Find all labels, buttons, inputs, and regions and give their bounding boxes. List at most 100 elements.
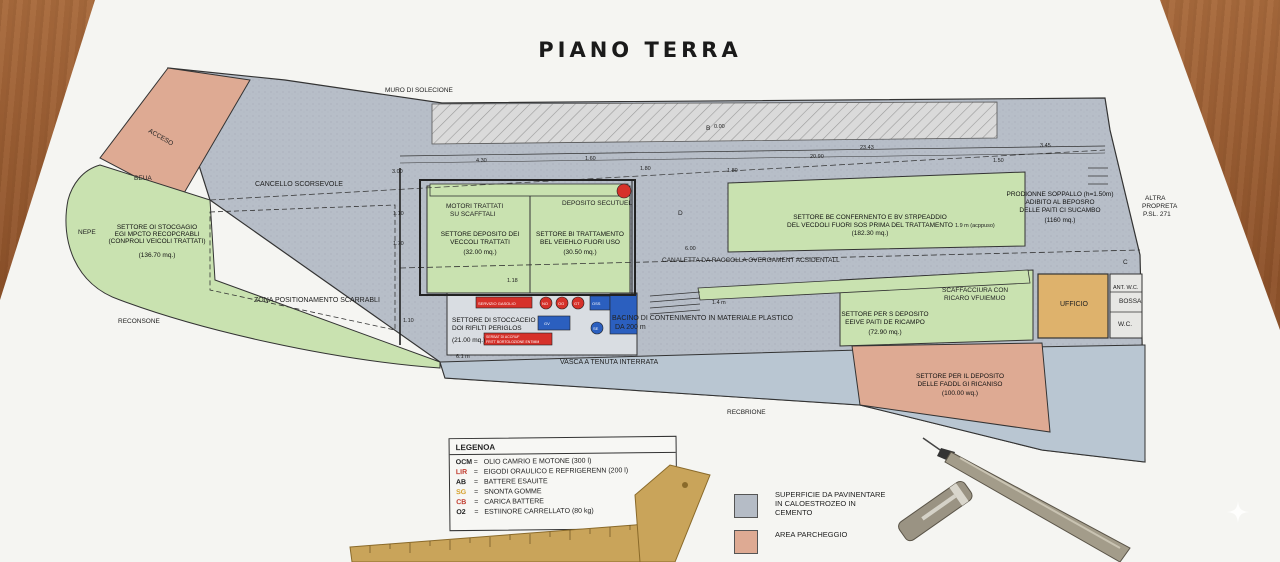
svg-text:(CONPROLI VEICOLI TRATTATI): (CONPROLI VEICOLI TRATTATI): [108, 238, 205, 245]
sector-label-trattamento: SETTORE BI TRATTAMENTO BEL VEIEHLO FUORI…: [536, 231, 624, 256]
dim-3: 20.90: [810, 154, 824, 160]
swatch-concrete: [734, 494, 758, 518]
label-muro: MURO DI SOLECIONE: [385, 87, 454, 94]
dim-1: 4.30: [476, 158, 487, 164]
label-canaletta: CANALETTA DA RACCOLLA OVERGAMENT ACSIDEN…: [662, 257, 840, 264]
swatch-parking-label: AREA PARCHEGGIO: [775, 530, 848, 539]
sector-label-deposito-veicoli: SETTORE DEPOSITO DEI VECCOLI TRATTATI (3…: [441, 231, 520, 256]
label-tank-1a: SERVIZIO GASOLIO: [478, 301, 516, 306]
ruler-icon: [349, 464, 711, 562]
dim-11: 1.70: [393, 241, 404, 247]
dim-14: 1.50: [993, 158, 1004, 164]
dim-15: 1.18: [507, 278, 518, 284]
shelving-strip: [697, 269, 1031, 301]
office: [1037, 273, 1109, 339]
svg-text:EGI MPCTO RECOPCRABLI: EGI MPCTO RECOPCRABLI: [115, 231, 200, 238]
zone-scarrabili: [209, 204, 396, 331]
svg-text:SETTORE DI STOCCACEIO: SETTORE DI STOCCACEIO: [452, 317, 536, 324]
dim-16: 0.00: [714, 124, 725, 130]
label-motori-2: SU SCAFFTALI: [450, 211, 496, 218]
blue-tank-2: [537, 315, 571, 331]
sector-label-soppalco: PRODIONNE SOPPALLO (h=1.50m) ADIBITO AL …: [1007, 191, 1114, 224]
dim-7: 6.00: [685, 246, 696, 252]
label-scaff-1: SCAFFACCIURA CON: [942, 287, 1008, 294]
label-wc: W.C.: [1118, 321, 1132, 328]
label-tank-2a: SERBAT DI ACCRUF: [486, 335, 520, 339]
svg-text:(30.50 mq.): (30.50 mq.): [563, 249, 596, 256]
label-ufficio: UFFICIO: [1060, 301, 1089, 308]
label-ant-wc: ANT. W.C.: [1113, 285, 1139, 291]
label-scaff-2: RICARO VFUIEMUO: [944, 295, 1005, 302]
svg-text:(182.30 mq.): (182.30 mq.): [852, 230, 889, 237]
svg-text:VECCOLI TRATTATI: VECCOLI TRATTATI: [450, 239, 510, 246]
sector-label-ricambi-1: SETTORE PER S DEPOSITO EEIVE PAITI DE RI…: [841, 311, 928, 336]
tank-code-1: NO: [542, 301, 548, 306]
tank-code-2: OO: [558, 301, 564, 306]
stairs: [649, 167, 1108, 315]
dim-18: 1.9 m (acppuso): [955, 223, 995, 229]
tank-code-5: GV: [544, 321, 550, 326]
dim-4: 23.43: [860, 145, 874, 151]
swatch-concrete-label: SUPERFICIE DA PAVINENTARE IN CALOESTROZE…: [775, 490, 886, 517]
red-tank-1: [475, 296, 533, 309]
svg-text:(21.00 mq.): (21.00 mq.): [452, 337, 485, 344]
svg-text:BEL VEIEHLO FUORI USO: BEL VEIEHLO FUORI USO: [540, 239, 620, 246]
sector-label-rifiuti: SETTORE DI STOCCACEIO DOI RIFILTI PERIGL…: [452, 317, 536, 344]
svg-text:EEIVE PAITI DE RICAMPO: EEIVE PAITI DE RICAMPO: [845, 319, 925, 326]
label-deposito-sec: DEPOSITO SECUTUEL: [562, 200, 632, 207]
svg-text:(136.70 mq.): (136.70 mq.): [139, 252, 176, 259]
svg-text:ADIBITO AL BEPOSRO: ADIBITO AL BEPOSRO: [1026, 199, 1095, 206]
green-area-left: [65, 164, 441, 369]
svg-text:(100.00 wq.): (100.00 wq.): [942, 390, 978, 397]
blue-basin: [609, 293, 638, 335]
dim-10: 1.10: [393, 211, 404, 217]
label-vasca: VASCA A TENUTA INTERRATA: [560, 359, 658, 366]
label-recinzione-bottom: RECBRIONE: [727, 409, 766, 416]
mark-d: D: [678, 210, 683, 217]
hatched-strip: [431, 101, 998, 145]
tank-code-6: SE: [593, 326, 599, 331]
dim-13: 1.80: [727, 168, 738, 174]
swatch-parking: [734, 530, 758, 554]
svg-text:(32.00 mq.): (32.00 mq.): [463, 249, 496, 256]
svg-text:(72.90 mq.): (72.90 mq.): [868, 329, 901, 336]
label-motori-1: MOTORI TRATTATI: [446, 203, 503, 210]
label-bacino-1: BACINO DI CONTENIMENTO IN MATERIALE PLAS…: [612, 315, 794, 322]
svg-text:DELLE FADDL GI RICANISO: DELLE FADDL GI RICANISO: [917, 381, 1002, 388]
sector-deposito-veicoli: [426, 185, 531, 294]
sector-label-stoccaggio-veicoli: SETTORE OI STOCGAGIO EGI MPCTO RECOPCRAB…: [108, 224, 205, 259]
shelving-strip-top: [429, 183, 629, 197]
sector-label-conferimento: SETTORE BE CONFERNENTO E BV STRPEADDIO D…: [787, 214, 953, 237]
svg-text:SETTORE PER S DEPOSITO: SETTORE PER S DEPOSITO: [841, 311, 928, 318]
pen-cap-icon: [898, 480, 973, 542]
label-altra-3: P.SL. 271: [1143, 211, 1171, 218]
svg-text:DELLE PAITI CI SUCAMBO: DELLE PAITI CI SUCAMBO: [1019, 207, 1100, 214]
dim-5: 3.45: [1040, 143, 1051, 149]
sector-conferimento: [727, 171, 1026, 253]
svg-text:DEL VECDOLI FUORI SOS PRIMA DE: DEL VECDOLI FUORI SOS PRIMA DEL TRATTAME…: [787, 222, 953, 229]
label-bossa: BOSSA: [1119, 298, 1142, 305]
label-cancello: CANCELLO SCORSEVOLE: [255, 181, 343, 188]
dim-17: 1.10: [403, 318, 414, 324]
sparkle-icon: [1227, 501, 1249, 523]
label-beua: BEUA: [134, 175, 152, 182]
label-altra-2: PROPRETA: [1142, 203, 1178, 210]
tank-code-3: GT: [574, 301, 580, 306]
parking-area: [851, 342, 1051, 433]
dim-6: 3.00: [392, 169, 403, 175]
svg-text:SETTORE PER IL DEPOSITO: SETTORE PER IL DEPOSITO: [916, 373, 1004, 380]
svg-text:SETTORE BE CONFERNENTO E BV ST: SETTORE BE CONFERNENTO E BV STRPEADDIO: [793, 214, 947, 221]
dim-2: 1.60: [585, 156, 596, 162]
svg-text:(1160 mq.): (1160 mq.): [1045, 217, 1076, 224]
tank-code-4: OSS: [592, 301, 601, 306]
mark-c: C: [1123, 259, 1128, 266]
red-tank-2: [483, 332, 553, 346]
dim-12: 1.80: [640, 166, 651, 172]
label-nepe: NEPE: [78, 229, 96, 236]
label-tank-2b: FRITT BORTOLOZIONE ENTMIM: [486, 340, 539, 344]
svg-text:SETTORE BI TRATTAMENTO: SETTORE BI TRATTAMENTO: [536, 231, 624, 238]
dim-8: 1.4 m: [712, 300, 726, 306]
label-recinzione-left: RECONSONE: [118, 318, 161, 325]
pen-icon: [922, 437, 1131, 562]
mark-b: B: [706, 125, 710, 132]
